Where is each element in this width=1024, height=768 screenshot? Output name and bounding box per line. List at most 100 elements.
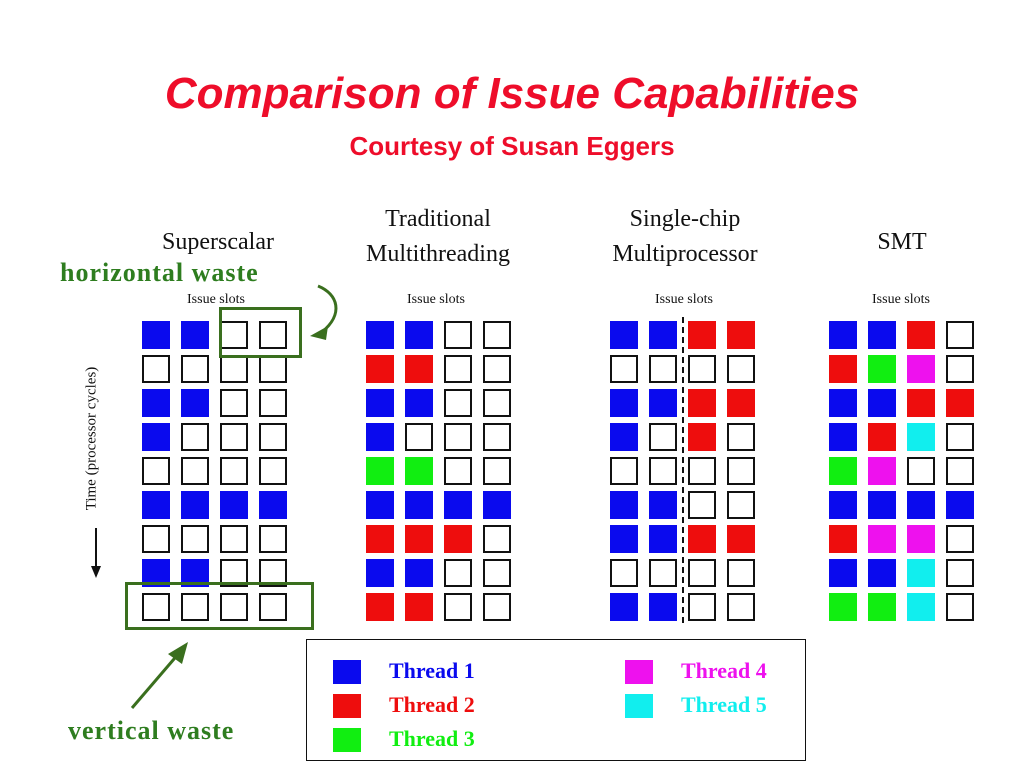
empty-slot	[727, 593, 755, 621]
empty-slot	[142, 525, 170, 553]
thread-1-slot	[405, 321, 433, 349]
empty-slot	[610, 457, 638, 485]
legend-label: Thread 1	[389, 658, 475, 683]
empty-slot	[142, 355, 170, 383]
thread-1-slot	[181, 491, 209, 519]
thread-1-slot	[649, 525, 677, 553]
empty-slot	[259, 559, 287, 587]
column-title-traditional-multithreading: Multithreading	[366, 241, 510, 267]
empty-slot	[649, 355, 677, 383]
empty-slot	[220, 457, 248, 485]
empty-slot	[259, 423, 287, 451]
empty-slot	[259, 457, 287, 485]
thread-2-slot	[829, 525, 857, 553]
legend-label: Thread 3	[389, 726, 475, 751]
empty-slot	[907, 457, 935, 485]
empty-slot	[946, 457, 974, 485]
empty-slot	[649, 559, 677, 587]
empty-slot	[444, 559, 472, 587]
thread-1-slot	[142, 389, 170, 417]
thread-2-slot	[727, 389, 755, 417]
thread-legend: Thread 1 Thread 2 Thread 3 Thread 4 Thread 5	[306, 639, 806, 761]
empty-slot	[142, 457, 170, 485]
thread-2-slot	[829, 355, 857, 383]
horizontal-waste-label: horizontal waste	[60, 258, 259, 287]
thread-3-slot	[405, 457, 433, 485]
thread-3-slot	[366, 457, 394, 485]
empty-slot	[405, 423, 433, 451]
empty-slot	[181, 355, 209, 383]
horizontal-waste-highlight	[219, 307, 302, 358]
thread-1-slot	[868, 491, 896, 519]
thread-2-slot	[907, 389, 935, 417]
thread-1-slot	[649, 593, 677, 621]
issue-slots-label: Issue slots	[872, 292, 930, 307]
thread-2-slot	[946, 389, 974, 417]
thread-1-slot	[444, 491, 472, 519]
thread-1-slot	[649, 491, 677, 519]
empty-slot	[483, 525, 511, 553]
issue-grid-superscalar	[142, 321, 298, 627]
thread-4-slot	[868, 525, 896, 553]
thread-1-slot	[829, 389, 857, 417]
empty-slot	[444, 593, 472, 621]
legend-item-thread-5: Thread 5	[625, 690, 805, 720]
thread-5-slot	[907, 423, 935, 451]
empty-slot	[727, 457, 755, 485]
legend-item-thread-1: Thread 1	[333, 656, 513, 686]
thread-3-slot	[868, 355, 896, 383]
thread-1-slot	[259, 491, 287, 519]
thread-1-slot	[610, 423, 638, 451]
column-title-single-chip-multiprocessor: Single-chip	[629, 206, 741, 232]
vertical-waste-arrow	[130, 642, 188, 709]
thread-4-slot	[907, 355, 935, 383]
thread-2-slot	[405, 355, 433, 383]
thread-1-slot	[649, 321, 677, 349]
thread-1-slot	[610, 321, 638, 349]
empty-slot	[610, 355, 638, 383]
thread-1-slot	[405, 491, 433, 519]
column-title-smt: SMT	[877, 229, 927, 255]
legend-label: Thread 2	[389, 692, 475, 717]
empty-slot	[220, 389, 248, 417]
empty-slot	[688, 457, 716, 485]
legend-label: Thread 5	[681, 692, 767, 717]
processor-divider	[682, 317, 684, 623]
issue-grid-traditional-multithreading	[366, 321, 522, 627]
empty-slot	[727, 423, 755, 451]
empty-slot	[946, 559, 974, 587]
column-title-superscalar: Superscalar	[162, 229, 274, 255]
legend-label: Thread 4	[681, 658, 767, 683]
thread-2-slot	[688, 321, 716, 349]
thread-3-slot	[829, 593, 857, 621]
thread-1-slot	[142, 423, 170, 451]
thread-2-slot	[688, 389, 716, 417]
legend-item-thread-4: Thread 4	[625, 656, 805, 686]
thread-2-slot	[727, 321, 755, 349]
empty-slot	[688, 593, 716, 621]
thread-1-slot	[610, 491, 638, 519]
column-title-single-chip-multiprocessor: Multiprocessor	[612, 241, 758, 267]
thread-1-slot	[142, 321, 170, 349]
empty-slot	[259, 389, 287, 417]
empty-slot	[727, 559, 755, 587]
thread-1-slot	[366, 423, 394, 451]
empty-slot	[946, 355, 974, 383]
thread-2-slot	[444, 525, 472, 553]
thread-2-slot	[366, 525, 394, 553]
empty-slot	[610, 559, 638, 587]
empty-slot	[444, 321, 472, 349]
empty-slot	[220, 423, 248, 451]
time-axis-label: Time (processor cycles)	[83, 366, 100, 511]
thread-1-slot	[946, 491, 974, 519]
legend-swatch	[625, 694, 653, 718]
thread-1-slot	[366, 321, 394, 349]
thread-1-slot	[868, 321, 896, 349]
legend-swatch	[625, 660, 653, 684]
thread-1-slot	[907, 491, 935, 519]
thread-1-slot	[405, 559, 433, 587]
thread-2-slot	[688, 423, 716, 451]
empty-slot	[259, 355, 287, 383]
empty-slot	[444, 423, 472, 451]
thread-2-slot	[366, 355, 394, 383]
